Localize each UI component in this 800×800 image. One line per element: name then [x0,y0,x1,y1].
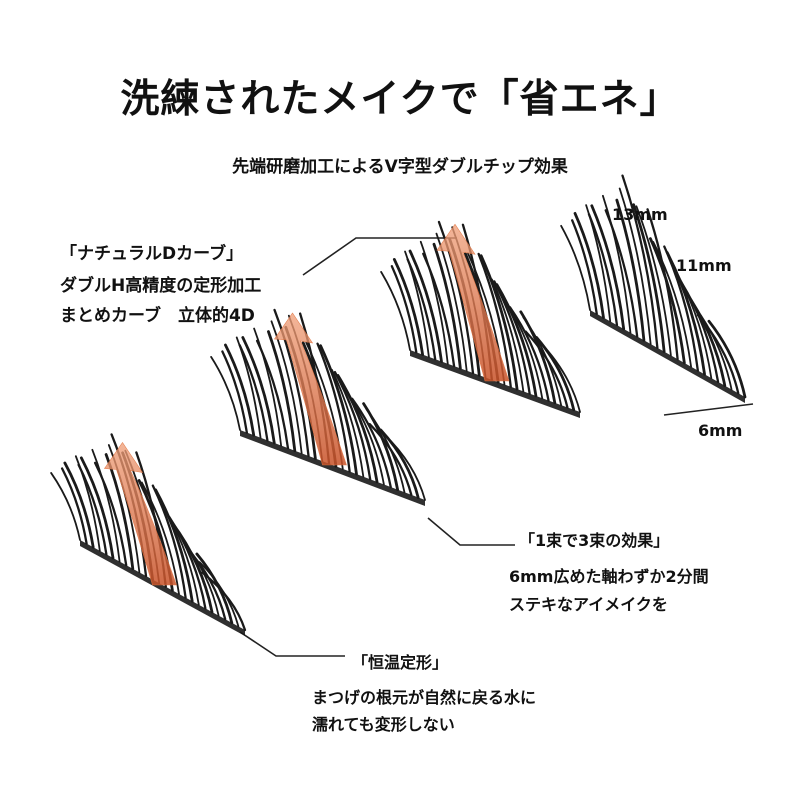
lash-cluster-3-arrow [436,223,510,382]
callout-effect-line2: ステキなアイメイクを [509,595,668,614]
lash-cluster-3 [380,220,581,418]
lash-cluster-4 [560,174,747,403]
callout-effect-heading: 「1束で3束の効果」 [519,531,670,550]
callout-natural-line2: まとめカーブ 立体的4D [60,306,255,326]
measure-label-short: 11mm [676,256,732,275]
callout-shape-line2: 濡れても変形しない [312,715,455,734]
page-subtitle: 先端研磨加工によるV字型ダブルチップ効果 [232,157,568,177]
leader-lines [239,237,754,657]
lash-cluster-1-arrow [103,441,177,586]
page-title: 洗練されたメイクで「省エネ」 [120,77,680,122]
measure-label-long: 13mm [612,205,668,224]
callout-effect-line1: 6mm広めた軸わずか2分間 [509,567,709,586]
callout-shape-line1: まつげの根元が自然に戻る水に [312,688,537,707]
measure-line-width [663,403,754,416]
lash-cluster-2-arrow [273,312,347,466]
leader-line-natural [302,237,457,276]
callout-shape-heading: 「恒温定形」 [352,653,449,672]
leader-line-effect [427,517,515,546]
lash-cluster-2 [210,308,426,506]
measure-label-width: 6mm [698,421,743,440]
lash-cluster-1 [50,433,247,636]
leader-line-shape [239,631,345,657]
callout-natural-heading: 「ナチュラルDカーブ」 [60,244,244,264]
callout-natural-line1: ダブルH高精度の定形加工 [60,276,262,296]
lash-clusters [50,174,747,636]
